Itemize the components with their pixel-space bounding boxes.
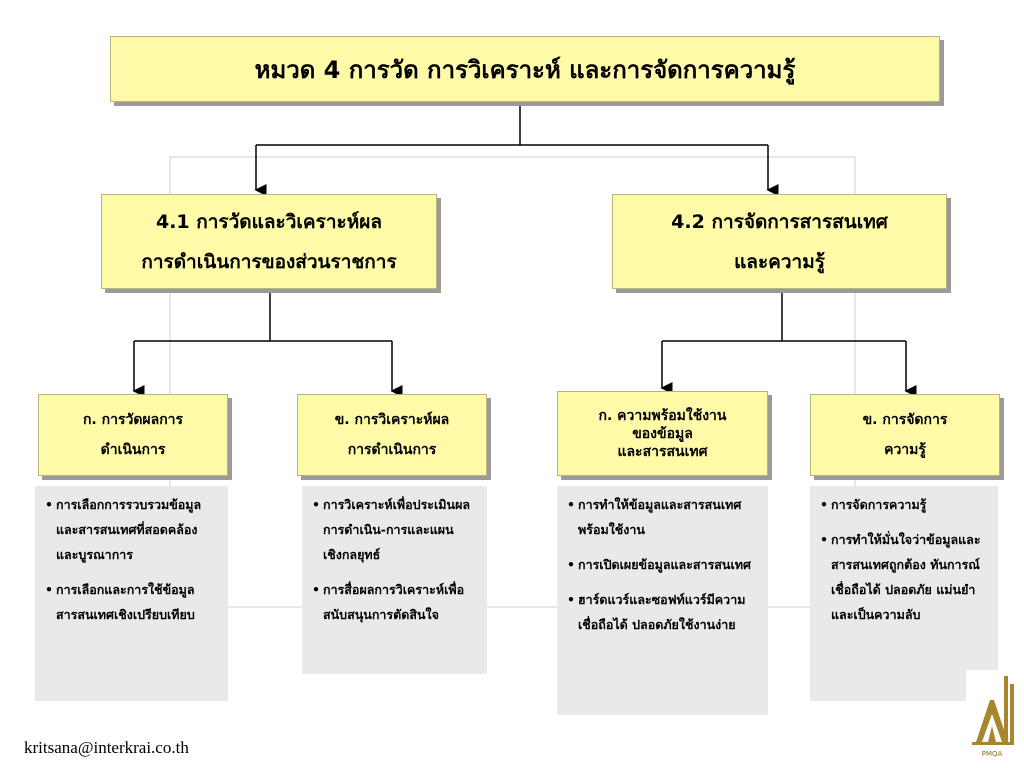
panel-4-2-a: การทำให้ข้อมูลและสารสนเทศพร้อมใช้งาน การ… <box>557 486 768 715</box>
list-item: การทำให้มั่นใจว่าข้อมูลและสารสนเทศถูกต้อ… <box>816 527 992 627</box>
subsection-4-1-a-box: ก. การวัดผลการ ดำเนินการ <box>38 394 228 476</box>
panel-4-2-b: การจัดการความรู้ การทำให้มั่นใจว่าข้อมูล… <box>810 486 998 701</box>
list-item: การเลือกและการใช้ข้อมูลสารสนเทศเชิงเปรีย… <box>41 577 222 627</box>
list-item: การสื่อผลการวิเคราะห์เพื่อสนับสนุนการตัด… <box>308 577 481 627</box>
section-4-1-box: 4.1 การวัดและวิเคราะห์ผล การดำเนินการของ… <box>101 194 437 289</box>
footer-email: kritsana@interkrai.co.th <box>24 738 189 757</box>
subsection-4-2-a-line-3: และสารสนเทศ <box>617 443 708 460</box>
subsection-4-1-b-line-2: การดำเนินการ <box>347 442 437 458</box>
section-4-1-line-1: 4.1 การวัดและวิเคราะห์ผล <box>155 210 382 233</box>
list-item: ฮาร์ดแวร์และซอฟท์แวร์มีความเชื่อถือได้ ป… <box>563 587 762 637</box>
section-4-1-line-2: การดำเนินการของส่วนราชการ <box>141 250 397 273</box>
subsection-4-2-b-line-2: ความรู้ <box>884 442 926 458</box>
pmqa-logo: PMQA <box>966 670 1018 762</box>
panel-4-1-a: การเลือกการรวบรวมข้อมูลและสารสนเทศที่สอด… <box>35 486 228 701</box>
subsection-4-2-a-box: ก. ความพร้อมใช้งาน ของข้อมูล และสารสนเทศ <box>557 391 768 476</box>
logo-text: PMQA <box>982 750 1003 758</box>
section-4-2-line-1: 4.2 การจัดการสารสนเทศ <box>671 210 888 233</box>
section-4-2-box: 4.2 การจัดการสารสนเทศ และความรู้ <box>612 194 947 289</box>
subsection-4-1-a-line-2: ดำเนินการ <box>100 442 166 458</box>
list-item: การทำให้ข้อมูลและสารสนเทศพร้อมใช้งาน <box>563 492 762 542</box>
subsection-4-2-b-box: ข. การจัดการ ความรู้ <box>810 394 1000 476</box>
panel-4-1-b: การวิเคราะห์เพื่อประเมินผลการดำเนิน-การแ… <box>302 486 487 674</box>
subsection-4-2-a-line-1: ก. ความพร้อมใช้งาน <box>598 407 727 424</box>
list-item: การจัดการความรู้ <box>816 492 992 517</box>
section-4-2-line-2: และความรู้ <box>734 250 825 273</box>
subsection-4-1-b-box: ข. การวิเคราะห์ผล การดำเนินการ <box>297 394 487 476</box>
subsection-4-2-b-line-1: ข. การจัดการ <box>862 412 948 428</box>
list-item: การวิเคราะห์เพื่อประเมินผลการดำเนิน-การแ… <box>308 492 481 567</box>
subsection-4-1-b-line-1: ข. การวิเคราะห์ผล <box>334 412 450 428</box>
pmqa-logo-icon: PMQA <box>966 670 1018 762</box>
subsection-4-1-a-line-1: ก. การวัดผลการ <box>82 412 184 428</box>
category-title: หมวด 4 การวัด การวิเคราะห์ และการจัดการค… <box>110 36 940 102</box>
list-item: การเปิดเผยข้อมูลและสารสนเทศ <box>563 552 762 577</box>
subsection-4-2-a-line-2: ของข้อมูล <box>632 425 693 442</box>
list-item: การเลือกการรวบรวมข้อมูลและสารสนเทศที่สอด… <box>41 492 222 567</box>
category-title-text: หมวด 4 การวัด การวิเคราะห์ และการจัดการค… <box>254 55 796 84</box>
